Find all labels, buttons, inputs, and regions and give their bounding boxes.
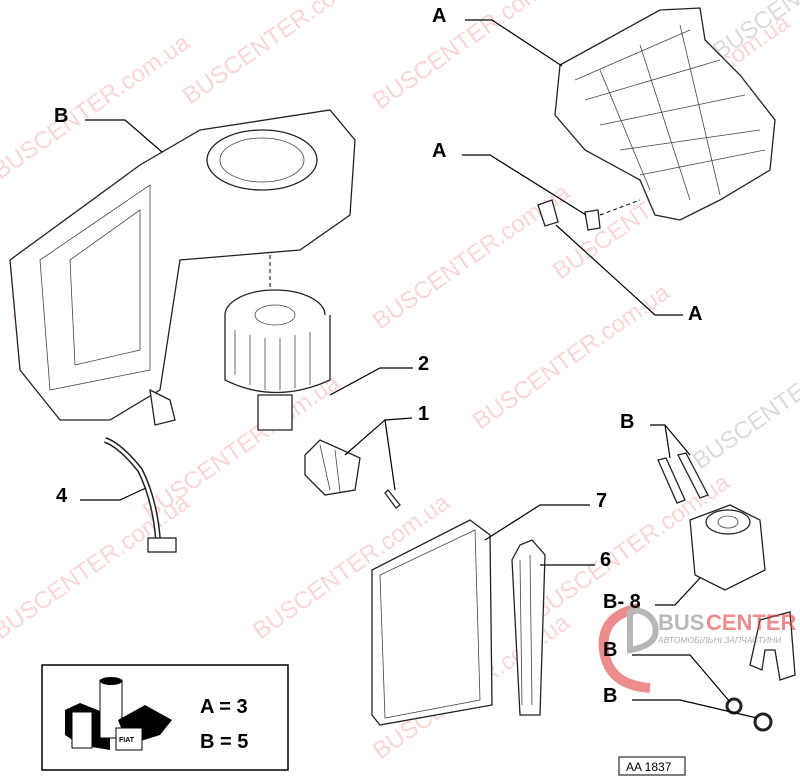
- hose-part: [103, 437, 177, 553]
- label-part-4: 4: [56, 485, 68, 507]
- legend-b-value: B = 5: [200, 731, 248, 753]
- heater-housing-part: [9, 109, 356, 426]
- label-part-2: 2: [418, 353, 429, 375]
- watermark: BUSCENTER.com.ua: [0, 489, 195, 645]
- label-part-1: 1: [418, 403, 429, 425]
- blower-motor-part: [224, 255, 331, 431]
- reference-code: AA 1837: [626, 760, 672, 774]
- bolts-part: [657, 452, 709, 504]
- label-b-oring-1: B: [603, 639, 617, 661]
- label-b-8: B- 8: [603, 591, 641, 613]
- logo-center-text: CENTER: [706, 610, 797, 635]
- resistor-part: [304, 439, 401, 509]
- label-a-screw: A: [432, 140, 446, 162]
- watermark: BUSCENTER.com.ua: [468, 279, 675, 435]
- watermark: BUSCENTER.com.ua: [688, 319, 800, 475]
- label-a-cover: A: [432, 5, 446, 27]
- housing-cover-part: [537, 7, 776, 231]
- clip-part: [537, 199, 559, 227]
- label-part-7: 7: [596, 490, 607, 512]
- screw-part: [584, 209, 601, 231]
- reference-code-box: AA 1837: [618, 756, 686, 776]
- watermark: BUSCENTER.com.ua: [368, 0, 575, 115]
- fiat-mark: FIAT: [119, 737, 135, 744]
- label-b-oring-2: B: [603, 685, 617, 707]
- label-b-bolts: B: [620, 411, 634, 433]
- bracket-part: [749, 611, 796, 681]
- watermark: BUSCENTER.com.ua: [368, 179, 575, 335]
- label-a-clip: A: [688, 303, 702, 325]
- expansion-valve-part: [689, 504, 766, 591]
- leader-lines: [80, 19, 758, 719]
- seal-strip-part: [511, 539, 546, 716]
- watermark: BUSCENTER.com.ua: [178, 0, 385, 110]
- cabin-filter-part: [371, 519, 493, 726]
- torque-legend: FIAT A = 3 B = 5: [41, 664, 289, 771]
- label-part-6: 6: [600, 549, 611, 571]
- fiat-blocks-icon: FIAT: [65, 677, 172, 751]
- logo-subtitle: АВТОМОБІЛЬНІ ЗАПЧАСТИНИ: [657, 635, 782, 645]
- logo-bus-text: BUS: [658, 610, 704, 635]
- o-rings-part: [725, 697, 773, 732]
- buscenter-logo: BUS CENTER АВТОМОБІЛЬНІ ЗАПЧАСТИНИ: [598, 603, 797, 693]
- label-b-housing: B: [54, 105, 68, 127]
- legend-a-value: A = 3: [200, 696, 248, 718]
